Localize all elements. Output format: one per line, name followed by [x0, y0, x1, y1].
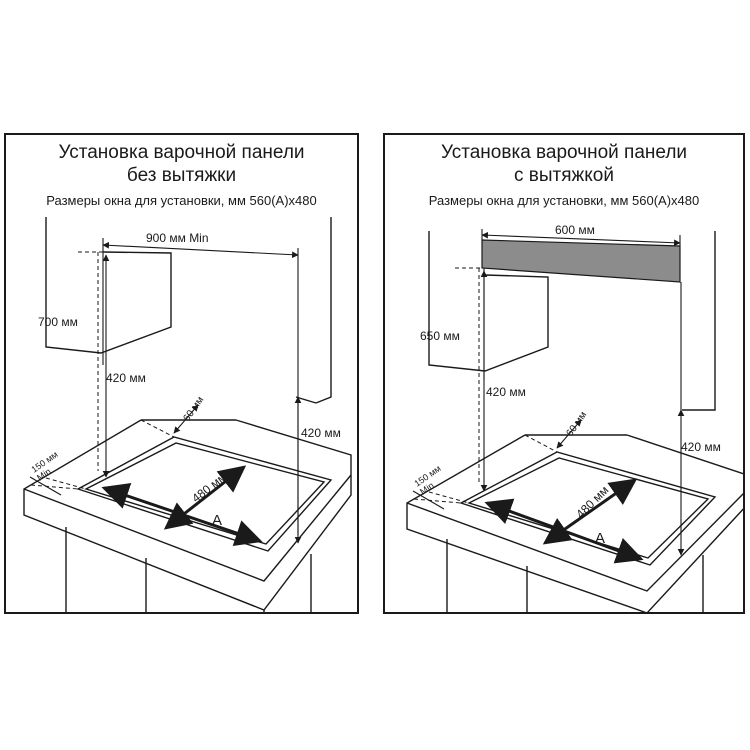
- front-gap-line: [412, 490, 445, 510]
- hood-width-line: [481, 231, 681, 247]
- left-height-label: 420 мм: [486, 385, 526, 399]
- wall-edge: [682, 231, 716, 411]
- installation-diagram: 900 мм Min 700 мм 420 мм 420 мм 60 мм 15…: [23, 217, 352, 612]
- cutout-width-label: А: [212, 512, 222, 529]
- front-gap-label: 150 ммMin: [412, 463, 448, 496]
- panel-without-hood: Установка варочной панели без вытяжки Ра…: [4, 133, 359, 614]
- panel-title: Установка варочной панели: [440, 142, 688, 163]
- cabinet-height-label: 700 мм: [38, 315, 78, 329]
- front-gap-label: 150 ммMin: [29, 449, 65, 482]
- width-arrow: [101, 483, 263, 546]
- width-dimension-line: [102, 242, 299, 258]
- wall-cabinet: [428, 231, 549, 372]
- right-height-label: 420 мм: [681, 440, 721, 454]
- width-arrow: [484, 498, 644, 564]
- width-min-label: 900 мм Min: [146, 231, 209, 245]
- countertop: [406, 434, 743, 612]
- hood-width-label: 600 мм: [555, 223, 595, 237]
- installation-diagram: 600 мм 650 мм 420 мм 420 мм 60 мм 150 мм…: [406, 223, 743, 612]
- front-gap-line: [29, 476, 62, 496]
- left-height-label: 420 мм: [106, 371, 146, 385]
- panel-subtitle: без вытяжки: [126, 165, 237, 186]
- cutout-depth-label: 480 мм: [189, 470, 229, 506]
- panel-title: Установка варочной панели: [58, 142, 305, 163]
- back-gap-line: [556, 419, 582, 449]
- window-size-text: Размеры окна для установки, мм 560(А)х48…: [46, 193, 317, 208]
- window-size-text: Размеры окна для установки, мм 560(А)х48…: [428, 193, 700, 208]
- wall-edge: [315, 217, 332, 404]
- right-height-label: 420 мм: [301, 426, 341, 440]
- cutout-width-label: А: [595, 530, 605, 547]
- wall-base-line: [141, 396, 317, 421]
- cabinet-height-label: 650 мм: [420, 329, 460, 343]
- panel-with-hood: Установка варочной панели с вытяжкой Раз…: [383, 133, 745, 614]
- back-gap-line: [173, 404, 199, 434]
- panel-subtitle: с вытяжкой: [514, 165, 614, 186]
